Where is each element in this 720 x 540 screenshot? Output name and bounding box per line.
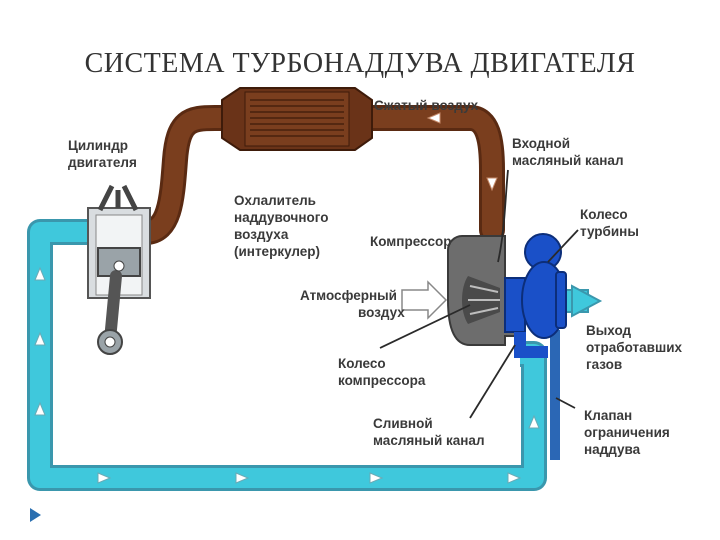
label-compressed-air: Сжатый воздух [374, 98, 479, 113]
exhaust-flow-arrows [34, 266, 540, 484]
intercooler [221, 87, 373, 151]
compressor-housing [447, 235, 521, 346]
label-cylinder: Цилиндр двигателя [68, 138, 137, 170]
label-compressor: Компрессор [370, 234, 452, 249]
label-wastegate: Клапан ограничения наддува [584, 408, 674, 457]
label-turbine-wheel: Колесо турбины [580, 207, 639, 239]
engine-cylinder [87, 184, 151, 355]
label-intercooler: Охлалитель наддувочного воздуха (интерку… [234, 193, 332, 259]
label-exhaust-outlet: Выход отработавших газов [586, 323, 686, 372]
intake-flow-arrows [426, 112, 498, 192]
label-oil-drain: Сливной масляный канал [373, 416, 485, 448]
label-atmospheric-air: Атмосферный воздух [300, 288, 405, 320]
atmospheric-air-arrow [401, 280, 448, 320]
turbine-housing [504, 233, 567, 358]
page-title: СИСТЕМА ТУРБОНАДДУВА ДВИГАТЕЛЯ [84, 48, 636, 79]
leader-lines [379, 169, 579, 419]
label-oil-inlet: Входной масляный канал [512, 136, 624, 168]
exhaust-outlet-arrow [571, 284, 603, 318]
triangle-bullet-icon [30, 508, 41, 522]
label-compressor-wheel: Колесо компрессора [338, 356, 426, 388]
